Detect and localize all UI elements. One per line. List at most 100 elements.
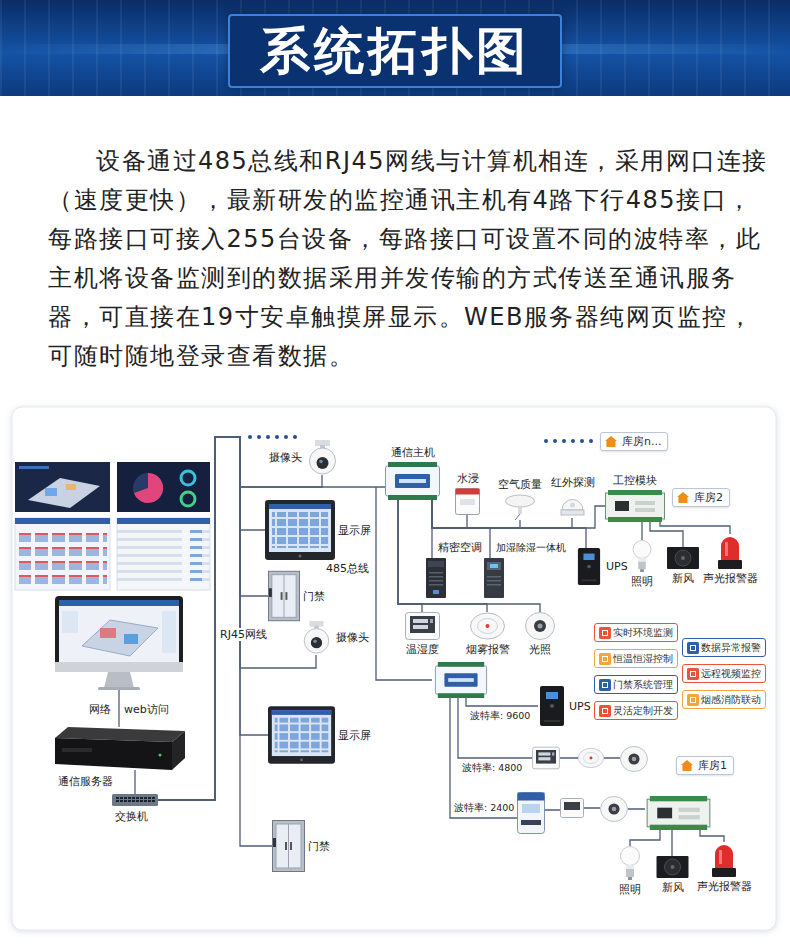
device-icons-part — [532, 747, 559, 769]
connector — [432, 500, 586, 548]
dashboard-screenshots-part — [134, 473, 163, 503]
feature-icon — [599, 627, 611, 639]
device-label: 新风 — [672, 572, 694, 585]
switch-part — [112, 794, 158, 806]
diagram-card — [12, 407, 776, 930]
dashboard-screenshots-part — [45, 488, 57, 496]
device-icons-part — [484, 558, 504, 598]
house-icon — [677, 492, 689, 503]
baud-label: 波特率: 9600 — [470, 710, 530, 722]
device-icons-part — [506, 495, 535, 520]
house-icon — [681, 760, 693, 771]
device-node: 通信服务器 — [55, 727, 185, 770]
switch-part — [115, 797, 155, 802]
device-label: 加湿除湿一体机 — [496, 541, 566, 554]
connector — [432, 500, 467, 528]
device-node: 新风 — [655, 856, 690, 878]
monitor-part — [62, 611, 78, 633]
device-icons-part — [578, 548, 600, 585]
device-icons-part — [601, 796, 628, 821]
feature-badge: 实时环境监测 — [594, 623, 678, 642]
device-label: 门禁 — [303, 590, 325, 603]
connector — [134, 770, 135, 794]
connector — [641, 522, 642, 540]
layout-wires-part — [118, 690, 119, 727]
device-node: 声光报警器 — [712, 842, 736, 877]
device-node: 显示屏 — [268, 705, 335, 765]
device-node: 摄像头 — [305, 440, 340, 475]
dashboard-screenshots-part — [181, 471, 195, 485]
feature-badge: 门禁系统管理 — [594, 675, 678, 694]
dots-part — [275, 435, 279, 439]
monitor-part — [100, 628, 116, 638]
device-label: 温湿度 — [406, 643, 439, 656]
device-label: UPS — [606, 560, 628, 573]
feature-icon — [599, 705, 611, 717]
warehouse-badge: 库房2 — [672, 488, 730, 507]
device-label: 水浸 — [457, 472, 479, 485]
warehouse-badge: 库房n... — [600, 432, 668, 451]
badge-text: 实时环境监测 — [613, 627, 673, 638]
connector — [158, 437, 268, 800]
baud-label: 波特率: 2400 — [454, 802, 514, 814]
dots-part — [257, 435, 261, 439]
device-node: 温湿度 — [405, 612, 440, 640]
feature-icon — [687, 668, 699, 680]
device-icons-part — [268, 571, 299, 620]
device-node: 红外探测 — [560, 492, 585, 518]
dots-part — [544, 439, 548, 443]
page-title: 系统拓扑图 — [228, 14, 562, 88]
switch — [112, 794, 158, 806]
connector — [432, 500, 605, 528]
badge-text: 库房1 — [698, 759, 727, 772]
dashboard-screenshots-part — [133, 473, 163, 503]
device-label: 声光报警器 — [697, 880, 752, 893]
device-node: UPS — [538, 684, 566, 728]
dashboard-screenshots-part — [117, 528, 210, 586]
dashboard-screenshots-part — [117, 462, 210, 512]
device-node: 水浸 — [455, 488, 480, 515]
device-label: 通信主机 — [391, 446, 435, 459]
connector — [158, 437, 268, 800]
device-label: 红外探测 — [551, 476, 595, 489]
monitor-part — [104, 672, 134, 688]
device-label: UPS — [569, 700, 591, 713]
dots-part — [580, 439, 584, 443]
badge-text: 烟感消防联动 — [701, 694, 761, 705]
dashboard-screenshots-part — [15, 518, 110, 524]
feature-icon — [687, 694, 699, 706]
connector — [398, 500, 487, 612]
bus-label: 485总线 — [326, 562, 369, 575]
device-label: 门禁 — [308, 840, 330, 853]
connector — [660, 522, 730, 534]
dots-part — [571, 439, 575, 443]
layout-wires-part — [630, 830, 724, 856]
dashboard-screenshots-part — [15, 518, 110, 590]
dots-part — [284, 435, 288, 439]
baud-label: 波特率: 4800 — [462, 762, 522, 774]
device-node: 门禁 — [272, 820, 305, 872]
monitor-part — [59, 600, 179, 606]
device-icons-part — [435, 662, 486, 698]
device-icons-part — [621, 847, 640, 881]
feature-badge: 数据异常报警 — [682, 638, 766, 657]
feature-icon — [687, 642, 699, 654]
warehouse-badge: 库房1 — [676, 756, 734, 775]
dots-part — [266, 435, 270, 439]
device-icons-part — [647, 796, 710, 830]
monitor — [55, 596, 183, 690]
device-node: 显示屏 — [265, 500, 335, 560]
dashboard-screenshots-part — [117, 518, 210, 524]
dashboard-screenshots-part — [28, 478, 100, 508]
layout-wires-part — [466, 698, 538, 706]
device-label: 摄像头 — [336, 631, 369, 644]
device-label: 光照 — [529, 643, 551, 656]
server — [55, 727, 185, 770]
monitor-part — [59, 600, 179, 662]
dashboard-screenshots-part — [66, 484, 76, 490]
feature-badge: 恒温恒湿控制 — [594, 649, 678, 668]
dashboard-screenshots-part — [181, 492, 195, 506]
connector — [432, 500, 520, 528]
device-node: 摄像头 — [300, 620, 333, 655]
